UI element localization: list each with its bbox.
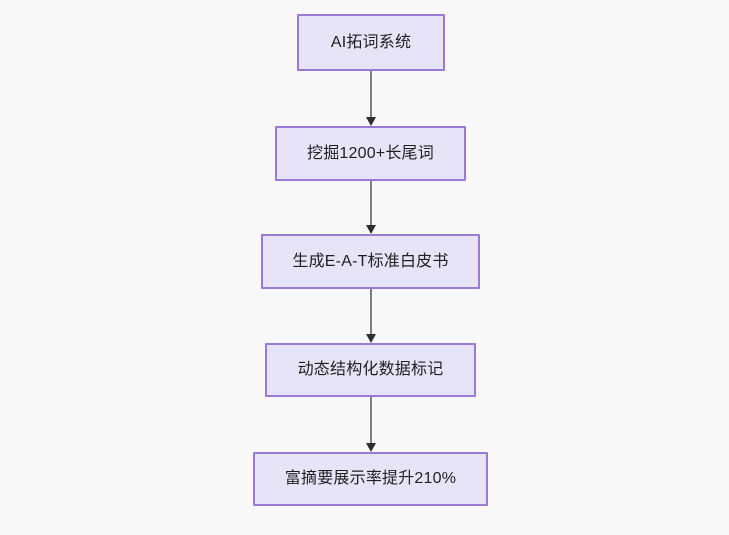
flow-edge-3-line	[370, 289, 372, 334]
flow-edge-2	[361, 181, 381, 234]
flow-edge-3-arrowhead	[366, 334, 376, 343]
flow-edge-2-arrowhead	[366, 225, 376, 234]
flow-edge-4-line	[370, 397, 372, 443]
flow-edge-2-line	[370, 181, 372, 225]
flow-node-1-label: AI拓词系统	[330, 33, 412, 51]
flow-edge-1-line	[370, 71, 372, 117]
flow-node-3[interactable]: 生成E-A-T标准白皮书	[261, 234, 480, 289]
flow-node-5[interactable]: 富摘要展示率提升210%	[253, 452, 488, 506]
flow-node-5-label: 富摘要展示率提升210%	[284, 470, 457, 487]
flow-node-2-label: 挖掘1200+长尾词	[307, 144, 434, 162]
flow-edge-3	[361, 289, 381, 343]
flow-edge-4-arrowhead	[366, 443, 376, 452]
flow-node-2[interactable]: 挖掘1200+长尾词	[275, 126, 466, 181]
flow-node-1[interactable]: AI拓词系统	[297, 14, 445, 71]
flow-edge-1	[361, 71, 381, 126]
flow-node-4[interactable]: 动态结构化数据标记	[265, 343, 476, 397]
flow-edge-1-arrowhead	[366, 117, 376, 126]
flow-node-4-label: 动态结构化数据标记	[297, 361, 444, 378]
flow-edge-4	[361, 397, 381, 452]
flow-node-3-label: 生成E-A-T标准白皮书	[292, 252, 449, 270]
